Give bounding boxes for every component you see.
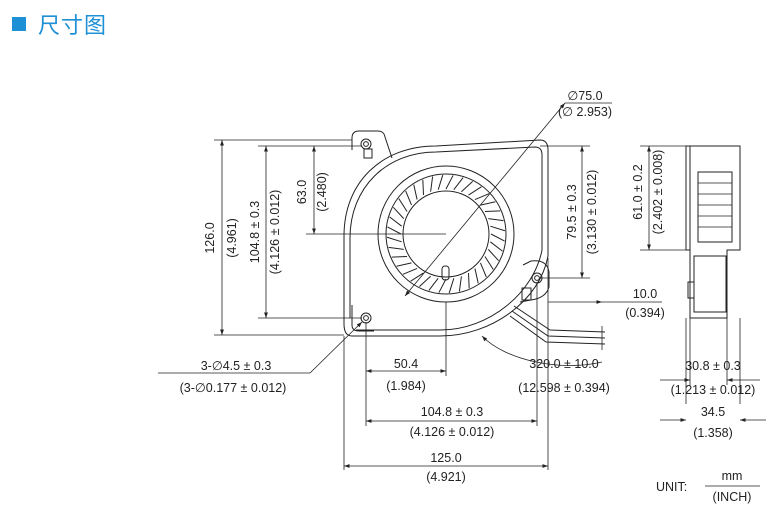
lead-length-in: (12.598 ± 0.394) (518, 381, 610, 395)
impeller-blade (484, 256, 494, 270)
center-v-mm: 63.0 (295, 180, 309, 204)
center-h-in: (1.984) (386, 379, 426, 393)
top-ear-outline (351, 130, 393, 159)
section-title: 尺寸图 (38, 14, 108, 39)
extension-lines (214, 139, 686, 470)
impeller-blade (418, 275, 431, 287)
holes-in: (3-∅0.177 ± 0.012) (180, 381, 287, 395)
impeller-blade (413, 184, 418, 200)
impeller-blade (405, 190, 412, 206)
dimension-lines (158, 140, 766, 468)
bottom-left-hole (360, 312, 372, 324)
impeller-blade (487, 249, 499, 262)
thick-body-mm: 30.8 ± 0.3 (685, 359, 741, 373)
unit-legend: UNIT: mm (INCH) (656, 469, 760, 504)
hole-pitch-h-in: (4.126 ± 0.012) (410, 425, 495, 439)
impeller-blade (386, 236, 402, 243)
dimension-labels: ∅75.0 (∅ 2.953) 126.0 (4.961) 104.8 ± 0.… (180, 89, 756, 484)
impeller-blade (474, 268, 479, 284)
header-square-icon (12, 17, 26, 31)
hole-pitch-v-mm: 104.8 ± 0.3 (248, 201, 262, 264)
impeller-blade (388, 246, 404, 250)
width-total-in: (4.921) (426, 470, 466, 484)
impeller-blade (458, 276, 462, 292)
impeller-blade (422, 179, 424, 196)
side-height-mm: 61.0 ± 0.2 (631, 164, 645, 220)
impeller-blade (389, 216, 402, 227)
impeller-blade (437, 174, 444, 190)
side-height-in: (2.402 ± 0.008) (651, 150, 665, 235)
impeller-blade (453, 177, 464, 190)
impeller-blade (468, 186, 482, 196)
impeller-blade (438, 278, 447, 293)
impeller-blade (410, 272, 424, 282)
impeller-blade (428, 278, 439, 291)
fan-diameter-in: (∅ 2.953) (558, 105, 612, 119)
fan-side-view (685, 145, 741, 404)
impeller-blade (490, 225, 506, 232)
impeller-blade (468, 272, 470, 289)
impeller-blade (430, 176, 434, 192)
center-v-in: (2.480) (315, 172, 329, 212)
holes-mm: 3-∅4.5 ± 0.3 (201, 359, 272, 373)
impeller-blade (488, 218, 504, 222)
unit-numerator: mm (722, 469, 743, 483)
height-total-mm: 126.0 (203, 222, 217, 253)
impeller-blade (445, 175, 454, 190)
impeller-blade (480, 262, 487, 278)
impeller-blade (393, 206, 405, 219)
impeller-blade (448, 278, 455, 294)
impeller-blade (398, 198, 408, 212)
lead-length-mm: 320.0 ± 10.0 (529, 357, 598, 371)
hole-pitch-v-in: (4.126 ± 0.012) (268, 190, 282, 275)
center-h-mm: 50.4 (394, 357, 418, 371)
thick-total-mm: 34.5 (701, 405, 725, 419)
impeller-blade (490, 233, 505, 242)
impeller-blade (391, 256, 408, 258)
hole-height-in: (3.130 ± 0.012) (585, 170, 599, 255)
wire-strip-mm: 10.0 (633, 287, 657, 301)
thick-total-in: (1.358) (693, 426, 733, 440)
thick-body-in: (1.213 ± 0.012) (671, 383, 756, 397)
impeller-blade (387, 226, 402, 235)
unit-label: UNIT: (656, 480, 687, 494)
impeller-blade (484, 210, 501, 212)
hole-pitch-h-mm: 104.8 ± 0.3 (421, 405, 484, 419)
wire-strip-in: (0.394) (625, 306, 665, 320)
impeller-blade (402, 268, 418, 275)
section-header: 尺寸图 (12, 10, 108, 39)
impeller-blade (461, 181, 474, 193)
hole-height-mm: 79.5 ± 0.3 (565, 184, 579, 240)
fan-diameter-mm: ∅75.0 (567, 89, 602, 103)
height-total-in: (4.961) (225, 218, 239, 258)
unit-denominator: (INCH) (713, 490, 752, 504)
impeller-blade (490, 241, 503, 252)
width-total-mm: 125.0 (430, 451, 461, 465)
impeller-blade (396, 262, 412, 267)
